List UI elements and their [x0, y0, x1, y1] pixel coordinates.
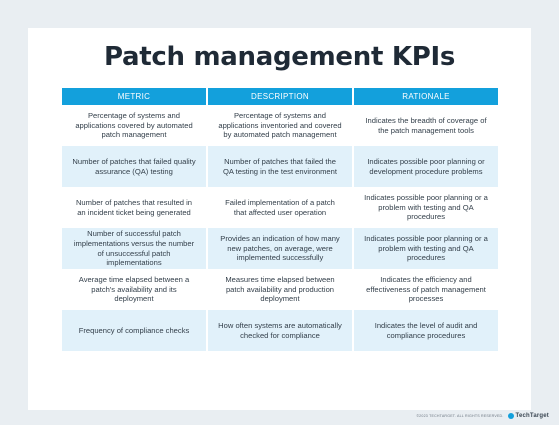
description-cell: Provides an indication of how many new p… — [208, 228, 352, 269]
table-row: Number of patches that resulted in an in… — [62, 187, 498, 228]
rationale-cell: Indicates possible poor planning or deve… — [354, 146, 498, 187]
footer: ©2023 TECHTARGET. ALL RIGHTS RESERVED. T… — [416, 413, 549, 419]
rationale-cell: Indicates the level of audit and complia… — [354, 310, 498, 351]
metric-cell: Average time elapsed between a patch's a… — [62, 269, 206, 310]
rationale-cell: Indicates possible poor planning or a pr… — [354, 187, 498, 228]
kpi-table: METRIC DESCRIPTION RATIONALE Percentage … — [60, 88, 500, 351]
metric-cell: Frequency of compliance checks — [62, 310, 206, 351]
description-cell: Measures time elapsed between patch avai… — [208, 269, 352, 310]
description-cell: How often systems are automatically chec… — [208, 310, 352, 351]
kpi-card: Patch management KPIs METRIC DESCRIPTION… — [28, 28, 531, 410]
column-header-metric: METRIC — [62, 88, 206, 105]
column-header-rationale: RATIONALE — [354, 88, 498, 105]
column-header-description: DESCRIPTION — [208, 88, 352, 105]
logo-mark-icon — [507, 413, 514, 419]
rationale-cell: Indicates possible poor planning or a pr… — [354, 228, 498, 269]
brand-logo: TechTarget — [507, 413, 549, 419]
copyright-text: ©2023 TECHTARGET. ALL RIGHTS RESERVED. — [416, 414, 504, 418]
table-row: Number of successful patch implementatio… — [62, 228, 498, 269]
metric-cell: Percentage of systems and applications c… — [62, 105, 206, 146]
metric-cell: Number of patches that failed quality as… — [62, 146, 206, 187]
metric-cell: Number of successful patch implementatio… — [62, 228, 206, 269]
table-row: Frequency of compliance checks How often… — [62, 310, 498, 351]
rationale-cell: Indicates the efficiency and effectivene… — [354, 269, 498, 310]
description-cell: Percentage of systems and applications i… — [208, 105, 352, 146]
page-title: Patch management KPIs — [103, 42, 455, 72]
brand-logo-text: TechTarget — [515, 413, 549, 419]
description-cell: Number of patches that failed the QA tes… — [208, 146, 352, 187]
table-row: Percentage of systems and applications c… — [62, 105, 498, 146]
rationale-cell: Indicates the breadth of coverage of the… — [354, 105, 498, 146]
metric-cell: Number of patches that resulted in an in… — [62, 187, 206, 228]
table-row: Average time elapsed between a patch's a… — [62, 269, 498, 310]
description-cell: Failed implementation of a patch that af… — [208, 187, 352, 228]
table-row: Number of patches that failed quality as… — [62, 146, 498, 187]
table-header-row: METRIC DESCRIPTION RATIONALE — [62, 88, 498, 105]
